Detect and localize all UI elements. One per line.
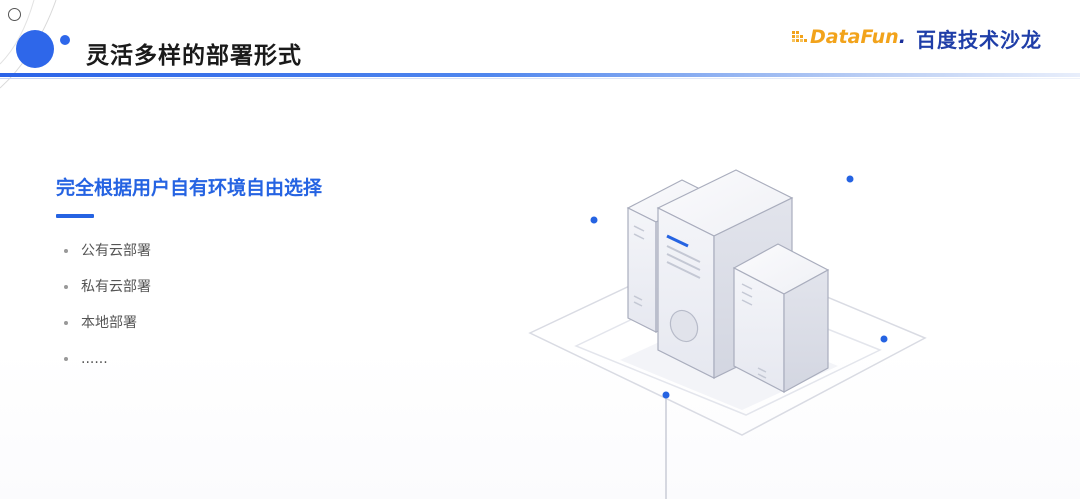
bullet-dot-icon: [64, 249, 68, 253]
bullet-dot-icon: [64, 357, 68, 361]
baidu-tech-salon-logo: 百度技术沙龙: [916, 28, 1042, 52]
list-item: 公有云部署: [64, 240, 151, 276]
bullet-dot-icon: [64, 285, 68, 289]
list-item: ......: [64, 348, 151, 384]
big-blue-dot-decoration: [16, 30, 54, 68]
list-item-label: 私有云部署: [81, 279, 151, 295]
section-subtitle: 完全根据用户自有环境自由选择: [56, 177, 323, 199]
small-blue-dot-decoration: [60, 35, 70, 45]
server-cluster-icon: [528, 169, 927, 499]
list-item-label: ......: [81, 351, 108, 367]
bullet-dot-icon: [64, 321, 68, 325]
small-ring-decoration: [8, 8, 21, 21]
list-item: 私有云部署: [64, 276, 151, 312]
datafun-logo: DataFun.: [792, 23, 906, 51]
datafun-logo-text: DataFun: [810, 26, 899, 48]
header-divider-thin: [0, 78, 1080, 79]
subtitle-underline: [56, 214, 94, 218]
datafun-logo-dot: .: [898, 26, 906, 48]
list-item-label: 本地部署: [81, 315, 137, 331]
list-item: 本地部署: [64, 312, 151, 348]
datafun-dots-icon: [792, 31, 807, 42]
header-divider: [0, 73, 1080, 77]
deployment-options-list: 公有云部署 私有云部署 本地部署 ......: [64, 240, 151, 384]
page-title: 灵活多样的部署形式: [86, 43, 302, 69]
list-item-label: 公有云部署: [81, 243, 151, 259]
